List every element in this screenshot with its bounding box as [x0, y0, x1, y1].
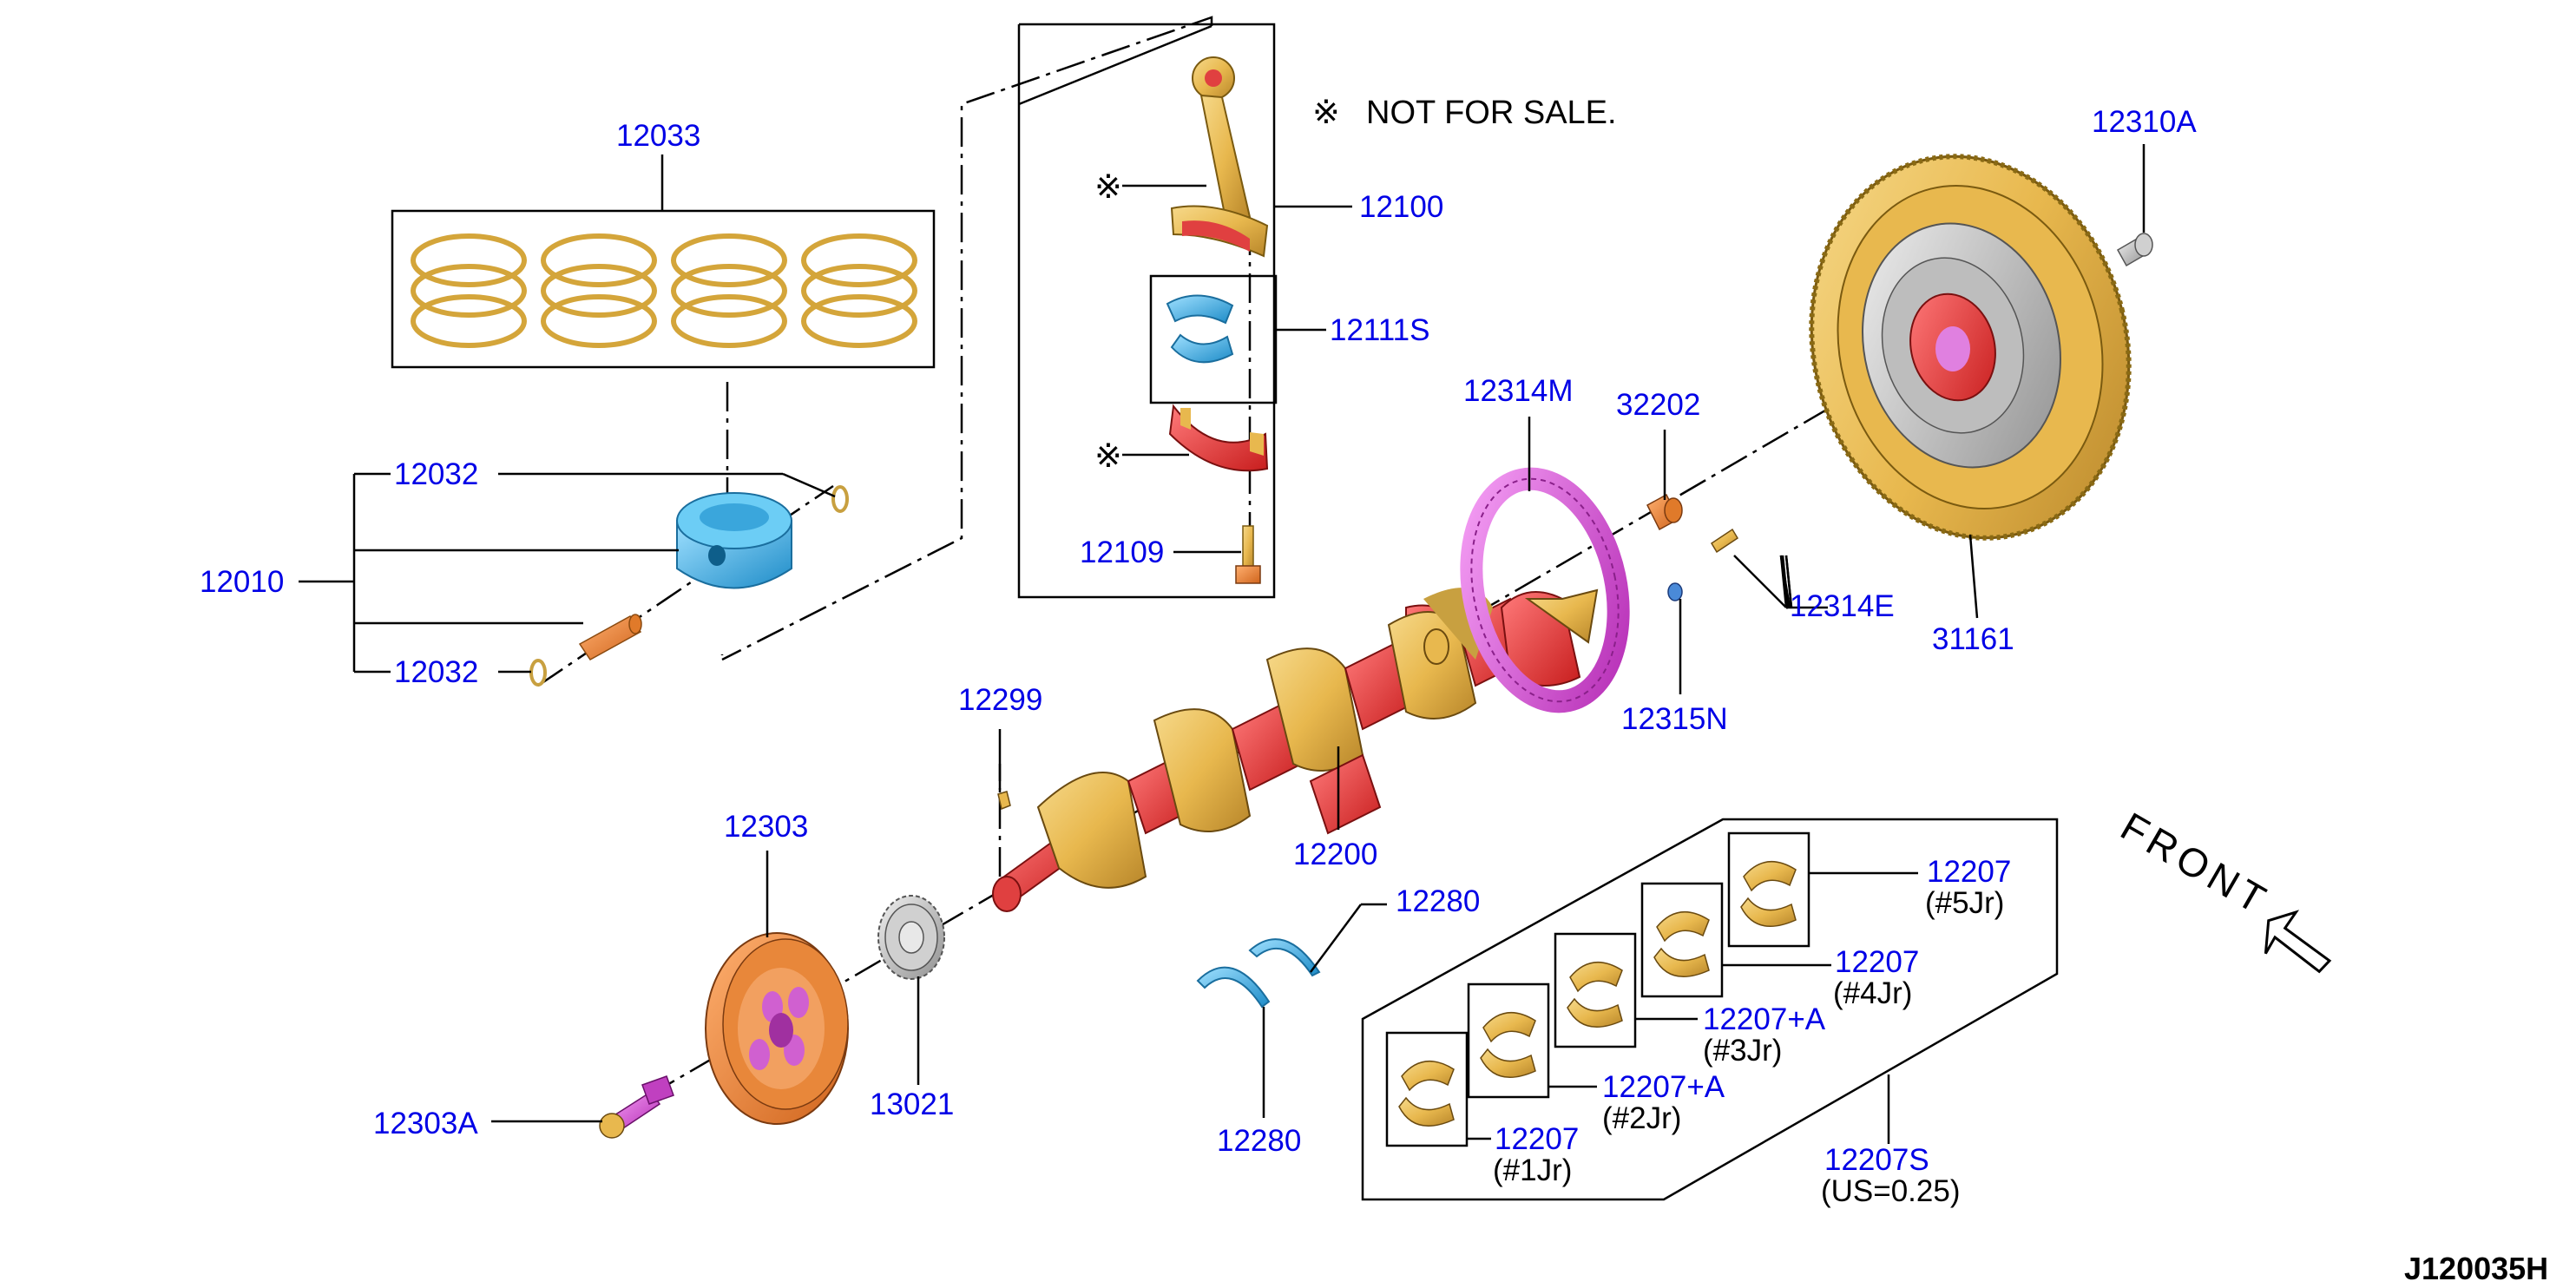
label-32202: 32202: [1616, 388, 1700, 422]
flywheel-bolt: [2116, 233, 2153, 267]
label-12032-top: 12032: [394, 457, 478, 491]
signal-plate: [1460, 467, 1630, 713]
label-12315N: 12315N: [1621, 702, 1728, 736]
label-12310A: 12310A: [2092, 105, 2197, 139]
dowel-pin: [1710, 528, 1739, 554]
con-rod-bearing: [1166, 294, 1234, 364]
not-for-sale-note: ※ NOT FOR SALE.: [1312, 95, 1617, 131]
label-12200: 12200: [1293, 838, 1377, 871]
note-text: NOT FOR SALE.: [1366, 95, 1617, 131]
flywheel: [1809, 154, 2132, 541]
con-rod-bolt: [1235, 525, 1261, 584]
piston-ring-set: [391, 209, 936, 369]
connecting-rod-group: ※ ※: [1017, 23, 1278, 599]
label-12010: 12010: [200, 565, 284, 599]
label-12033: 12033: [616, 119, 700, 153]
ring-stack-3: [671, 233, 787, 348]
main-bearing-4: [1640, 882, 1724, 998]
pilot-bushing: [1646, 493, 1683, 531]
label-12207-3: 12207+A: [1703, 1002, 1826, 1036]
ring-stack-4: [801, 233, 917, 348]
crank-pin-key: [997, 791, 1011, 811]
main-bearing-3: [1554, 932, 1637, 1048]
piston: [529, 485, 849, 687]
front-label: FRONT: [2113, 804, 2277, 924]
label-12207-4-position: (#4Jr): [1833, 976, 1912, 1010]
label-12207-4: 12207: [1835, 945, 1919, 979]
ring-stack-2: [541, 233, 657, 348]
front-indicator: FRONT: [2113, 804, 2332, 974]
pulley-bolt: [599, 1075, 674, 1139]
label-12100: 12100: [1359, 190, 1443, 224]
connecting-rod: [1170, 56, 1269, 258]
label-12314M: 12314M: [1463, 374, 1573, 408]
label-13021: 13021: [870, 1088, 954, 1121]
label-12109: 12109: [1080, 536, 1164, 569]
signal-plate-bolt: [1667, 582, 1683, 601]
crankshaft-pulley: [705, 932, 849, 1125]
note-symbol: ※: [1312, 95, 1340, 131]
callout-labels: 12033 12032 12010 12032 12100 12111S 121…: [200, 105, 2197, 1208]
label-12032-bottom: 12032: [394, 655, 478, 689]
label-12207-5-position: (#5Jr): [1925, 886, 2004, 920]
label-12303: 12303: [724, 810, 808, 844]
crankshaft-sprocket: [877, 895, 945, 980]
crankshaft: [992, 588, 1599, 912]
label-12207-1: 12207: [1495, 1122, 1579, 1156]
label-12207-1-position: (#1Jr): [1493, 1153, 1572, 1187]
label-12207-5: 12207: [1927, 855, 2011, 889]
label-12207-2: 12207+A: [1602, 1070, 1725, 1104]
main-bearing-1: [1385, 1031, 1469, 1147]
label-12280-bottom: 12280: [1217, 1124, 1301, 1158]
thrust-washer-top: [1248, 938, 1321, 977]
not-for-sale-mark-1: ※: [1094, 169, 1122, 206]
main-bearing-5: [1727, 831, 1810, 948]
diagram-code: J120035H: [2404, 1251, 2548, 1286]
label-12207S-position: (US=0.25): [1821, 1174, 1961, 1208]
main-bearing-2: [1467, 982, 1550, 1099]
label-12111S: 12111S: [1330, 313, 1429, 347]
label-12207-2-position: (#2Jr): [1602, 1101, 1681, 1135]
label-31161: 31161: [1932, 622, 2014, 656]
connecting-rod-cap: [1168, 404, 1269, 472]
label-12303A: 12303A: [373, 1107, 478, 1140]
label-12207-3-position: (#3Jr): [1703, 1034, 1782, 1068]
not-for-sale-mark-2: ※: [1094, 438, 1122, 475]
label-12314E: 12314E: [1790, 589, 1895, 623]
label-12299: 12299: [958, 683, 1042, 717]
thrust-washer-bottom: [1196, 966, 1271, 1009]
main-bearing-set: [1361, 818, 2059, 1201]
piston-pin: [578, 614, 642, 660]
label-12280-top: 12280: [1396, 884, 1480, 918]
label-12207S: 12207S: [1824, 1143, 1929, 1177]
leader-lines: [299, 144, 2146, 1144]
ring-stack-1: [411, 233, 527, 348]
